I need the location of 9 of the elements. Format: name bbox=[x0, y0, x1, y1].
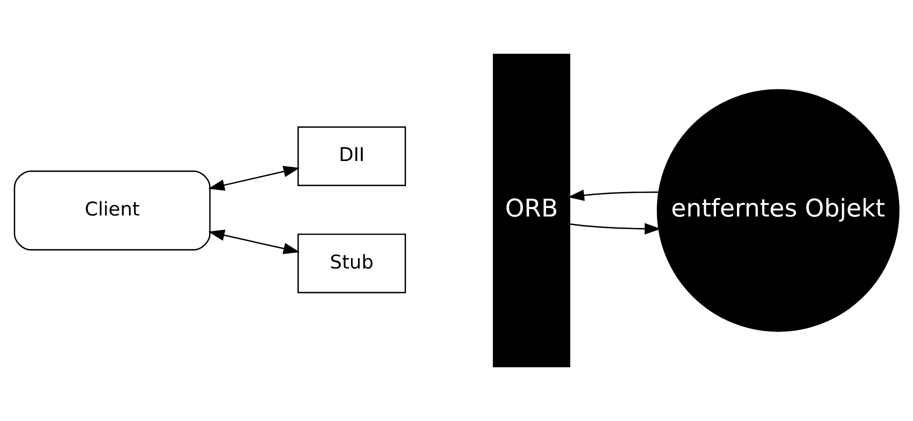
node-box: DII bbox=[297, 126, 406, 186]
node-box: Client bbox=[14, 170, 211, 251]
arrow bbox=[208, 230, 300, 254]
arrow bbox=[568, 190, 659, 201]
node-circle: entferntes Objekt bbox=[656, 89, 900, 332]
node-box: Stub bbox=[297, 234, 406, 294]
arrow bbox=[570, 223, 661, 234]
arrow bbox=[208, 166, 300, 191]
node-box: ORB bbox=[492, 54, 570, 368]
